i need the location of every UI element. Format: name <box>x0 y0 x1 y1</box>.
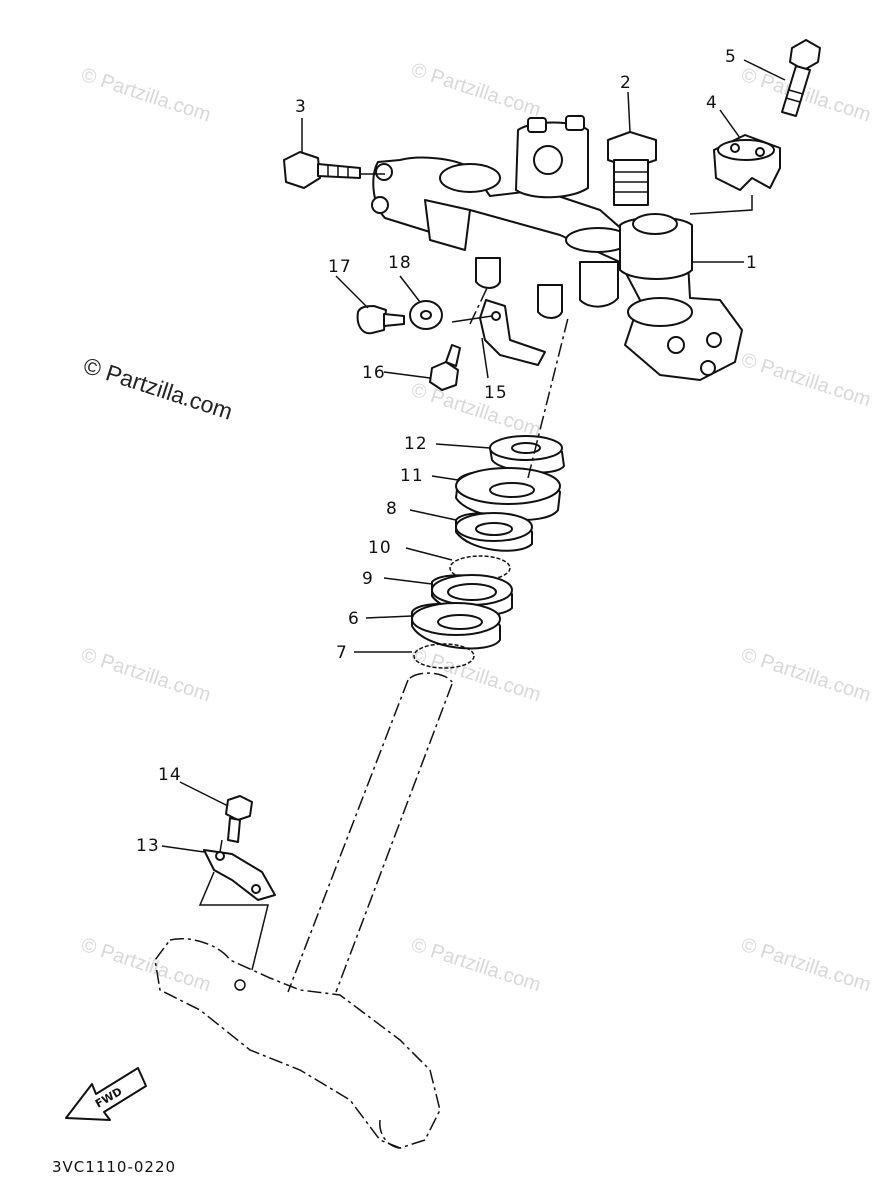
bolt-16 <box>429 344 461 391</box>
drawing-code: 3VC1110-0220 <box>52 1158 176 1176</box>
callout-9: 9 <box>362 569 374 589</box>
callout-18: 18 <box>388 253 412 273</box>
callout-2: 2 <box>620 73 632 93</box>
callout-6: 6 <box>348 609 360 629</box>
nut-12 <box>489 435 565 474</box>
bracket-13 <box>203 849 276 901</box>
watermark-text: © Partzilla.com <box>78 644 213 707</box>
bolt-14 <box>225 795 253 843</box>
callout-15: 15 <box>484 383 508 403</box>
upper-bracket <box>371 115 743 381</box>
callout-4: 4 <box>706 93 718 113</box>
callout-14: 14 <box>158 765 182 785</box>
watermark-text: © Partzilla.com <box>78 64 213 127</box>
cover-11 <box>455 467 561 521</box>
callout-1: 1 <box>746 253 758 273</box>
bolt-2 <box>607 131 657 206</box>
holder-4 <box>713 134 781 191</box>
balls-10 <box>449 555 511 581</box>
bolt-17 <box>356 305 405 335</box>
bolt-3 <box>283 151 361 189</box>
watermark-text: © Partzilla.com <box>408 644 543 707</box>
leader-lines <box>161 59 786 971</box>
callout-10: 10 <box>368 538 392 558</box>
watermark-text: © Partzilla.com <box>738 934 873 997</box>
watermark-text: © Partzilla.com <box>78 934 213 997</box>
callout-11: 11 <box>400 466 424 486</box>
balls-7 <box>413 643 475 669</box>
callout-13: 13 <box>136 836 160 856</box>
watermark-text: © Partzilla.com <box>738 349 873 412</box>
callout-8: 8 <box>386 499 398 519</box>
callout-12: 12 <box>404 434 428 454</box>
callout-labels: 1 2 3 4 5 6 7 8 9 10 11 12 13 14 15 16 1… <box>136 47 758 856</box>
watermark-text: © Partzilla.com <box>408 379 543 442</box>
callout-5: 5 <box>725 47 737 67</box>
watermark-text: © Partzilla.com <box>408 59 543 122</box>
watermark-text: © Partzilla.com <box>738 644 873 707</box>
steering-stem-phantom <box>154 672 453 1149</box>
bolt-5 <box>781 39 821 117</box>
callout-7: 7 <box>336 643 348 663</box>
watermark-text: © Partzilla.com <box>408 934 543 997</box>
race-8 <box>455 512 533 552</box>
callout-16: 16 <box>362 363 386 383</box>
callout-17: 17 <box>328 257 352 277</box>
washer-18 <box>409 300 443 330</box>
seal-6 <box>411 602 501 650</box>
bracket-15 <box>479 299 546 366</box>
watermark-main: © Partzilla.com <box>80 352 235 425</box>
callout-3: 3 <box>295 97 307 117</box>
fwd-arrow: FWD <box>65 1067 147 1121</box>
